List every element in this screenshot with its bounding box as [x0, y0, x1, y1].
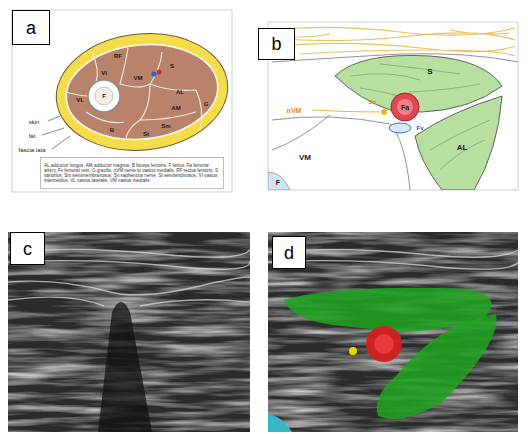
nerve-label: Sn — [368, 99, 376, 105]
artery-lumen — [374, 334, 394, 354]
panel-frame — [268, 22, 518, 190]
layer-label: skin — [29, 119, 40, 125]
muscle-fibers — [350, 64, 480, 96]
artery-overlay — [366, 326, 402, 362]
nerve-overlay — [349, 347, 357, 355]
bone-label: F — [276, 179, 280, 186]
ultrasound-ground — [268, 232, 518, 432]
muscle-boundaries — [66, 48, 202, 138]
adductor-longus-muscle — [415, 96, 502, 190]
femur-overlay — [268, 414, 292, 432]
muscle-label: G — [204, 101, 209, 107]
artery-lumen — [397, 99, 413, 115]
muscle-label: AL — [457, 144, 468, 152]
panel-letter: b — [271, 35, 281, 53]
femur-bone — [88, 80, 120, 112]
saphenous-nerve — [381, 109, 387, 115]
muscle-label: S — [427, 68, 432, 76]
muscle-label: VI — [101, 70, 107, 76]
hypoechoic-region — [98, 302, 152, 432]
fascia-line — [272, 115, 410, 190]
panel-letter-box: b — [258, 28, 295, 60]
muscle-label: VM — [299, 154, 311, 162]
muscle-label: AM — [171, 105, 180, 111]
bone-label: F — [102, 93, 106, 99]
femur-marrow — [95, 87, 113, 105]
layer-label: fascia lata — [18, 147, 45, 153]
fat-layer — [50, 25, 233, 158]
muscle-label: VL — [76, 97, 84, 103]
panel-letter-box: d — [272, 236, 306, 269]
ultrasound-speckle — [268, 232, 518, 432]
vessel-label: Fa — [401, 104, 409, 111]
femoral-artery-dot — [156, 69, 161, 74]
legend-box: AL adductor longus, AM adductor magnus, … — [40, 157, 224, 189]
panel-letter: d — [284, 244, 294, 262]
leader-line — [42, 116, 70, 149]
vessel-label: Fv — [416, 125, 423, 131]
muscle-fibers — [430, 120, 490, 170]
muscle-label: S — [170, 63, 174, 69]
leader-line — [312, 110, 380, 112]
muscle-label: RF — [114, 53, 122, 59]
muscle-label: Sm — [161, 123, 170, 129]
femur-corner — [268, 172, 290, 190]
muscle-label: St — [143, 131, 149, 137]
muscle-label: B — [110, 127, 114, 133]
fat-fibers — [272, 27, 515, 56]
femoral-vein-dot — [151, 71, 156, 76]
panel-letter-box: a — [12, 10, 50, 45]
femoral-vein — [389, 123, 411, 133]
nerve-label: nVM — [287, 107, 302, 114]
panel-letter-box: c — [10, 232, 45, 265]
legend-text: AL adductor longus, AM adductor magnus, … — [44, 163, 220, 184]
muscle-compartment — [62, 37, 223, 146]
muscle-label: AL — [176, 89, 184, 95]
femoral-artery — [391, 93, 419, 121]
muscle-label: VM — [134, 75, 143, 81]
layer-label: fat — [29, 133, 36, 139]
panel-letter: c — [23, 240, 32, 258]
panel-letter: a — [26, 19, 36, 37]
